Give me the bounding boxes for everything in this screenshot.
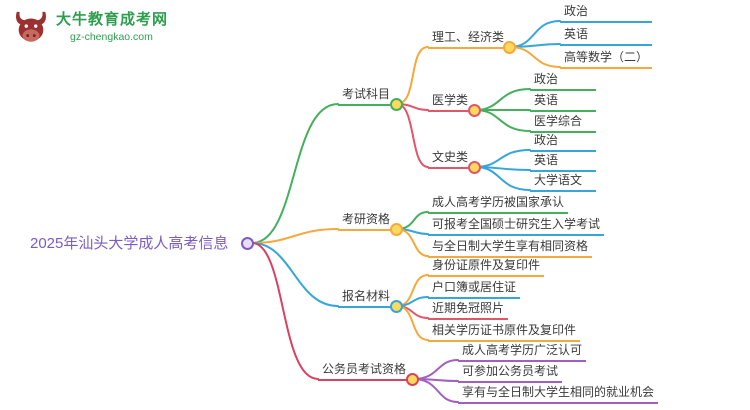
root-node-dot [241, 237, 254, 250]
branch-postgrad-dot [390, 223, 403, 236]
branch-civil-service-eligibility: 公务员考试资格 [318, 362, 411, 381]
leaf-diploma-copy: 相关学历证书原件及复印件 [428, 323, 581, 342]
node-science-economics-dot [503, 41, 516, 54]
leaf-household-residence: 户口簿或居住证 [428, 280, 521, 299]
leaf-masters-exam-eligible: 可报考全国硕士研究生入学考试 [428, 217, 605, 236]
leaf-civil-service-exam: 可参加公务员考试 [458, 364, 563, 383]
leaf-medical-comprehensive: 医学综合 [530, 114, 596, 133]
branch-civil-service-dot [406, 373, 419, 386]
leaf-college-chinese: 大学语文 [530, 173, 596, 192]
branch-registration-materials: 报名材料 [338, 289, 395, 308]
edges-postgrad [396, 211, 429, 257]
leaf-politics-arts: 政治 [530, 133, 596, 152]
node-liberal-arts: 文史类 [428, 150, 473, 169]
leaf-id-card-copy: 身份证原件及复印件 [428, 258, 545, 277]
leaf-politics-sci: 政治 [560, 4, 652, 23]
edges-root [251, 103, 339, 380]
branch-materials-dot [390, 300, 403, 313]
node-medical: 医学类 [428, 93, 473, 112]
leaf-recent-photo: 近期免冠照片 [428, 301, 509, 320]
branch-postgrad-eligibility: 考研资格 [338, 212, 395, 231]
edges-liberal-arts [474, 149, 531, 191]
logo-text: 大牛教育成考网 gz-chengkao.com [56, 10, 168, 44]
leaf-same-qualification: 与全日制大学生享有相同资格 [428, 239, 593, 258]
logo-title: 大牛教育成考网 [56, 11, 169, 28]
leaf-politics-med: 政治 [530, 72, 596, 91]
leaf-advanced-math-2: 高等数学（二） [560, 50, 653, 69]
leaf-degree-widely-recognized: 成人高考学历广泛认可 [458, 343, 587, 362]
leaf-english-sci: 英语 [560, 27, 652, 46]
branch-exam-subjects: 考试科目 [338, 87, 395, 106]
node-medical-dot [468, 104, 481, 117]
leaf-english-med: 英语 [530, 93, 596, 112]
branch-exam-subjects-dot [390, 98, 403, 111]
cow-head-icon [16, 11, 46, 42]
leaf-degree-recognized-state: 成人高考学历被国家承认 [428, 195, 569, 214]
logo-subtitle: gz-chengkao.com [70, 31, 153, 43]
edges-medical [474, 88, 531, 132]
leaf-english-arts: 英语 [530, 153, 596, 172]
edges-civil-service [412, 359, 459, 403]
node-science-economics: 理工、经济类 [428, 30, 509, 49]
node-liberal-arts-dot [468, 161, 481, 174]
root-node: 2025年汕头大学成人高考信息 [30, 235, 229, 252]
leaf-same-job-opportunities: 享有与全日制大学生相同的就业机会 [458, 385, 659, 404]
edges-science-economics [509, 20, 561, 68]
site-logo: 大牛教育成考网 gz-chengkao.com [12, 10, 168, 46]
